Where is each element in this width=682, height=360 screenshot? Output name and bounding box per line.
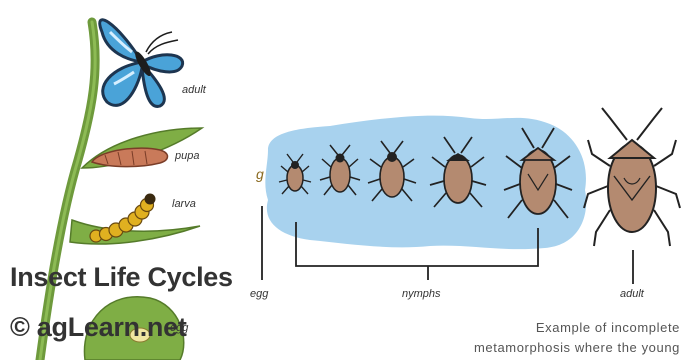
label-adult-complete: adult <box>182 84 206 96</box>
butterfly-adult <box>100 20 183 107</box>
pupa <box>92 148 168 167</box>
caption-line-1: Example of incomplete <box>355 318 680 337</box>
plant-stem <box>40 22 95 360</box>
caption-line-2: metamorphosis where the young <box>355 338 680 357</box>
overlay-credit: © agLearn.net <box>10 312 187 343</box>
adult-bug <box>584 108 680 246</box>
label-adult-incomplete: adult <box>620 288 644 300</box>
label-egg-letter: g <box>256 166 264 182</box>
label-larva: larva <box>172 198 196 210</box>
label-egg-incomplete: egg <box>250 288 268 300</box>
label-pupa: pupa <box>175 150 199 162</box>
label-nymphs: nymphs <box>402 288 441 300</box>
overlay-title: Insect Life Cycles <box>10 262 233 293</box>
